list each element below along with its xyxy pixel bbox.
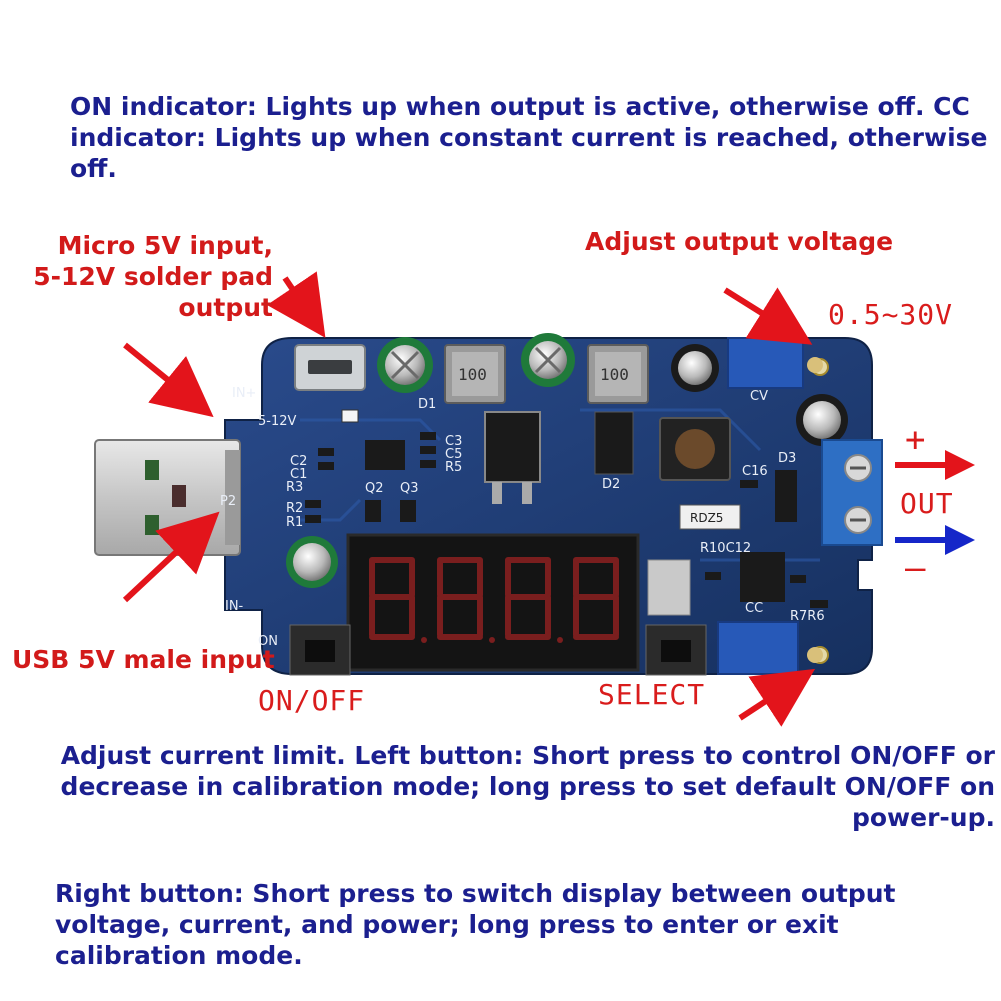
inductor-1	[444, 344, 506, 404]
diode-d3	[775, 470, 797, 522]
right-button-description: Right button: Short press to switch disp…	[55, 879, 896, 970]
micro-input-line-3: output	[178, 293, 273, 322]
led-display	[346, 533, 640, 672]
pcb-label-d1: D1	[418, 397, 436, 412]
out-minus-label: –	[905, 548, 927, 588]
pcb-label-r1: R1	[286, 515, 303, 530]
left-button-description: Adjust current limit. Left button: Short…	[30, 740, 995, 833]
on-off-label: ON/OFF	[258, 684, 366, 717]
capacitor-4	[796, 394, 848, 446]
capacitor-5	[286, 536, 338, 588]
capacitor-1	[377, 337, 433, 393]
inductor-2	[587, 344, 649, 404]
mosfet-chip	[484, 411, 541, 483]
inductor-2-label: 100	[600, 365, 629, 384]
out-plus-label: +	[905, 420, 927, 460]
pcb-label-d2: D2	[602, 477, 620, 492]
on-off-button[interactable]	[289, 624, 351, 676]
left-button-line-2: decrease in calibration mode; long press…	[60, 772, 995, 801]
pcb-label-cc: CC	[745, 601, 763, 616]
pcb-label-r10c12: R10C12	[700, 541, 751, 556]
left-button-line-1: Adjust current limit. Left button: Short…	[60, 741, 995, 770]
pcb-label-c3: C3	[445, 434, 462, 449]
pcb-label-p2: P2	[220, 494, 236, 509]
pcb-label-q3: Q3	[400, 481, 419, 496]
micro-input-line-1: Micro 5V input,	[57, 231, 273, 260]
pcb-label-c2: C2	[290, 454, 307, 469]
voltage-range-label: 0.5~30V	[828, 298, 954, 331]
indicators-description: ON indicator: Lights up when output is a…	[70, 92, 988, 183]
voltage-potentiometer	[727, 337, 823, 389]
pcb-label-r3: R3	[286, 480, 303, 495]
usb-input-label: USB 5V male input	[12, 645, 275, 674]
capacitor-2	[521, 333, 575, 387]
select-label: SELECT	[598, 678, 706, 711]
pcb-label-in-plus: IN+	[232, 386, 256, 401]
out-label: OUT	[900, 487, 954, 520]
pcb-label-r5: R5	[445, 460, 462, 475]
pcb-label-r7r6: R7R6	[790, 609, 825, 624]
adjust-voltage-label: Adjust output voltage	[585, 227, 894, 256]
ic-chip-2	[740, 552, 785, 602]
pcb-label-5-12v: 5-12V	[258, 414, 297, 429]
micro-input-label: Micro 5V input, 5-12V solder pad output	[15, 230, 273, 323]
pcb-label-c5: C5	[445, 447, 462, 462]
current-potentiometer	[717, 621, 823, 675]
pcb-label-r2: R2	[286, 501, 303, 516]
left-button-line-3: power-up.	[851, 803, 995, 832]
select-button[interactable]	[645, 624, 707, 676]
resistor-rdz5	[679, 504, 741, 530]
output-arrows	[895, 450, 975, 555]
micro-input-line-2: 5-12V solder pad	[33, 262, 273, 291]
pcb-label-rdz5: RDZ5	[690, 511, 723, 525]
capacitor-3	[671, 344, 719, 392]
pcb-label-c16: C16	[742, 464, 768, 479]
pcb-label-q2: Q2	[365, 481, 384, 496]
inductor-1-label: 100	[458, 365, 487, 384]
callout-arrows	[122, 271, 816, 727]
pcb-label-d3: D3	[778, 451, 796, 466]
pcb-label-in-minus: IN-	[225, 599, 244, 614]
ic-chip-1	[365, 440, 405, 470]
pcb-label-c1: C1	[290, 467, 307, 482]
usb-connector	[94, 439, 241, 556]
output-terminal-block	[821, 439, 883, 546]
inductor-3	[659, 417, 731, 481]
diode-d2	[594, 411, 634, 475]
pcb-label-on: ON	[258, 634, 278, 649]
pcb-label-cv: CV	[750, 389, 768, 404]
